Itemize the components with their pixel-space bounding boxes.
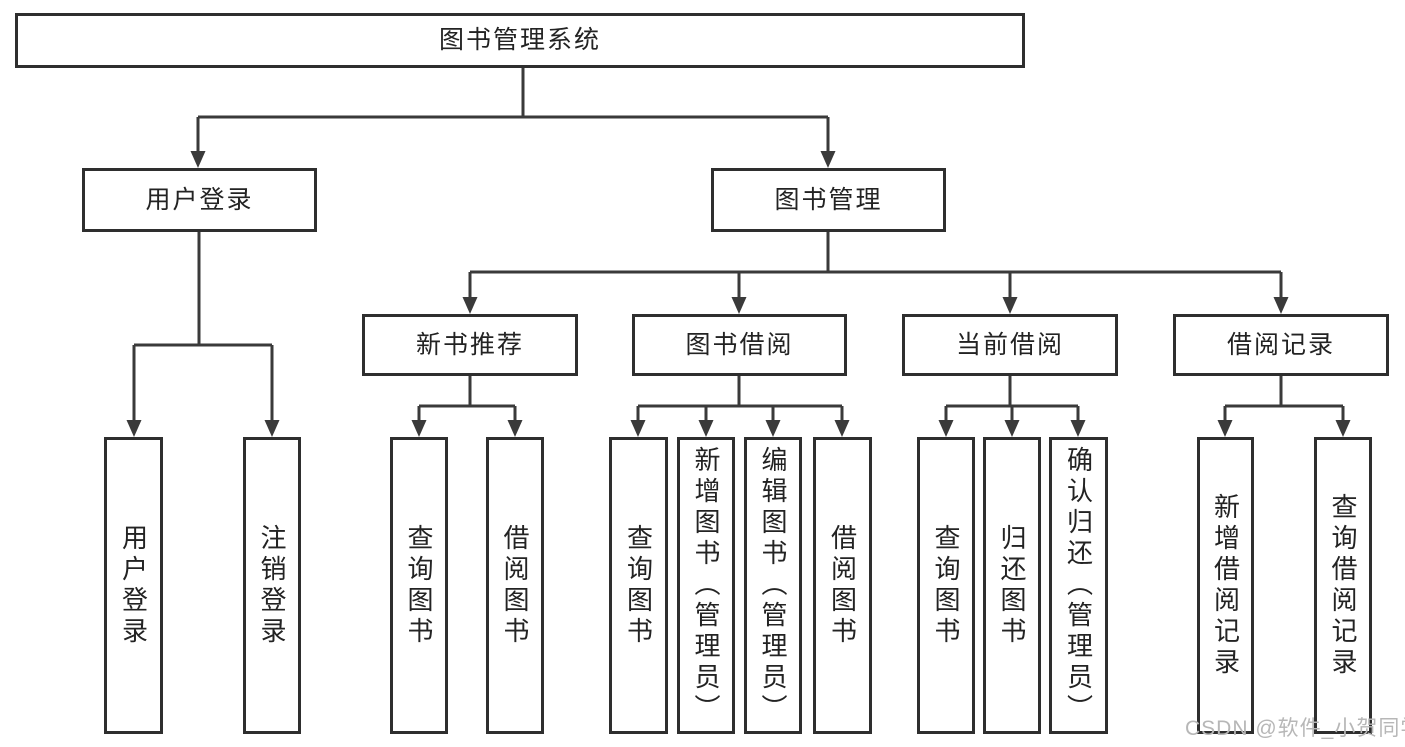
- arrow-icon: [1070, 420, 1086, 437]
- tree-edges: [132, 68, 1345, 421]
- node-book-management: 图书管理: [711, 168, 946, 232]
- leaf-confirm-return-admin: 确认归还（管理员）: [1049, 437, 1108, 734]
- arrow-icon: [126, 420, 142, 437]
- arrow-icon: [1217, 420, 1233, 437]
- leaf-borrow-books-recommend: 借阅图书: [486, 437, 544, 734]
- leaf-borrow-books-borrow: 借阅图书: [813, 437, 872, 734]
- arrow-icon: [1002, 297, 1018, 314]
- csdn-watermark: CSDN @软件_小贺同学: [1185, 717, 1405, 740]
- leaf-add-books-admin: 新增图书（管理员）: [677, 437, 735, 734]
- arrow-icon: [698, 420, 714, 437]
- arrow-icon: [938, 420, 954, 437]
- leaf-query-books-recommend: 查询图书: [390, 437, 448, 734]
- arrow-icon: [1004, 420, 1020, 437]
- node-new-book-recommend: 新书推荐: [362, 314, 578, 376]
- leaf-edit-books-admin: 编辑图书（管理员）: [744, 437, 802, 734]
- arrow-icon: [765, 420, 781, 437]
- arrow-icon: [834, 420, 850, 437]
- arrowheads: [126, 151, 1351, 437]
- arrow-icon: [630, 420, 646, 437]
- node-book-borrow: 图书借阅: [632, 314, 847, 376]
- node-user-login: 用户登录: [82, 168, 317, 232]
- arrow-icon: [264, 420, 280, 437]
- arrow-icon: [1273, 297, 1289, 314]
- leaf-return-books: 归还图书: [983, 437, 1041, 734]
- leaf-query-books-current: 查询图书: [917, 437, 975, 734]
- arrow-icon: [190, 151, 206, 168]
- leaf-query-books-borrow: 查询图书: [609, 437, 668, 734]
- leaf-user-login: 用户登录: [104, 437, 163, 734]
- leaf-query-borrow-record: 查询借阅记录: [1314, 437, 1372, 734]
- node-root: 图书管理系统: [15, 13, 1025, 68]
- arrow-icon: [462, 297, 478, 314]
- arrow-icon: [1335, 420, 1351, 437]
- leaf-add-borrow-record: 新增借阅记录: [1197, 437, 1254, 734]
- arrow-icon: [731, 297, 747, 314]
- arrow-icon: [820, 151, 836, 168]
- node-current-borrow: 当前借阅: [902, 314, 1118, 376]
- node-borrow-records: 借阅记录: [1173, 314, 1389, 376]
- leaf-logout-login: 注销登录: [243, 437, 301, 734]
- arrow-icon: [507, 420, 523, 437]
- arrow-icon: [411, 420, 427, 437]
